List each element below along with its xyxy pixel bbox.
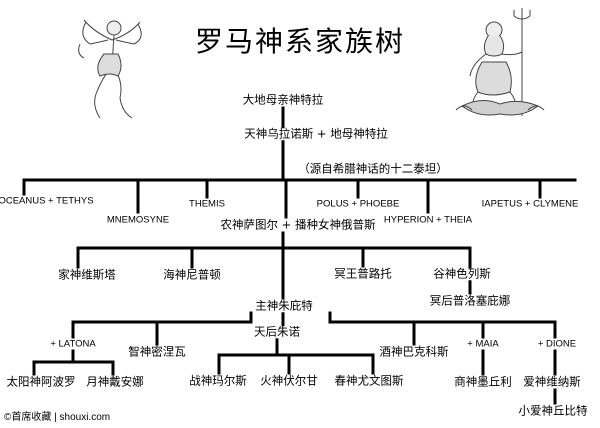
seated-god-illustration bbox=[455, 8, 545, 116]
node-titans-note: （源自希腊神话的十二泰坦） bbox=[297, 161, 449, 176]
node-uranus-gaia: 天神乌拉诺斯 + 地母神特拉 bbox=[243, 126, 389, 141]
node-jupiter: 主神朱庇特 bbox=[254, 298, 314, 313]
node-juno: 天后朱诺 bbox=[253, 324, 301, 339]
node-oceanus-tethys: OCEANUS + TETHYS bbox=[0, 196, 95, 206]
watermark: ©首席收藏 | shouxi.com bbox=[0, 408, 172, 428]
node-iapetus-clymene: IAPETUS + CLYMENE bbox=[480, 198, 580, 210]
node-themis: THEMIS bbox=[188, 198, 226, 210]
node-pluto: 冥王普路托 bbox=[333, 266, 393, 281]
node-apollo: 太阳神阿波罗 bbox=[5, 374, 77, 389]
node-cupid: 小爱神丘比特 bbox=[517, 403, 589, 418]
node-mercury: 商神墨丘利 bbox=[453, 374, 513, 389]
node-diana: 月神戴安娜 bbox=[85, 374, 145, 389]
node-vesta: 家神维斯塔 bbox=[57, 267, 117, 282]
node-mnemosyne: MNEMOSYNE bbox=[105, 214, 171, 226]
node-mars: 战神玛尔斯 bbox=[188, 373, 248, 388]
node-hyperion-theia: HYPERION + THEIA bbox=[382, 214, 474, 226]
diagram-title: 罗马神系家族树 bbox=[194, 25, 406, 58]
node-venus: 爱神维纳斯 bbox=[522, 374, 582, 389]
node-minerva: 智神密涅瓦 bbox=[127, 344, 187, 359]
node-polus-phoebe: POLUS + PHOEBE bbox=[315, 198, 401, 210]
node-latona: + LATONA bbox=[49, 338, 97, 350]
node-ceres: 谷神色列斯 bbox=[432, 266, 492, 281]
node-neptune: 海神尼普顿 bbox=[162, 267, 222, 282]
node-maia: + MAIA bbox=[466, 338, 500, 350]
node-bacchus: 酒神巴克科斯 bbox=[378, 344, 450, 359]
node-proserpina: 冥后普洛塞庇娜 bbox=[428, 293, 512, 308]
node-gaia: 大地母亲神特拉 bbox=[241, 92, 325, 107]
node-dione: + DIONE bbox=[536, 338, 578, 350]
node-juventas: 春神尤文图斯 bbox=[333, 373, 405, 388]
node-vulcan: 火神伏尔甘 bbox=[259, 373, 319, 388]
winged-figure-illustration bbox=[78, 19, 142, 119]
node-saturn-ops: 农神萨图尔 + 播种女神俄普斯 bbox=[219, 217, 377, 232]
